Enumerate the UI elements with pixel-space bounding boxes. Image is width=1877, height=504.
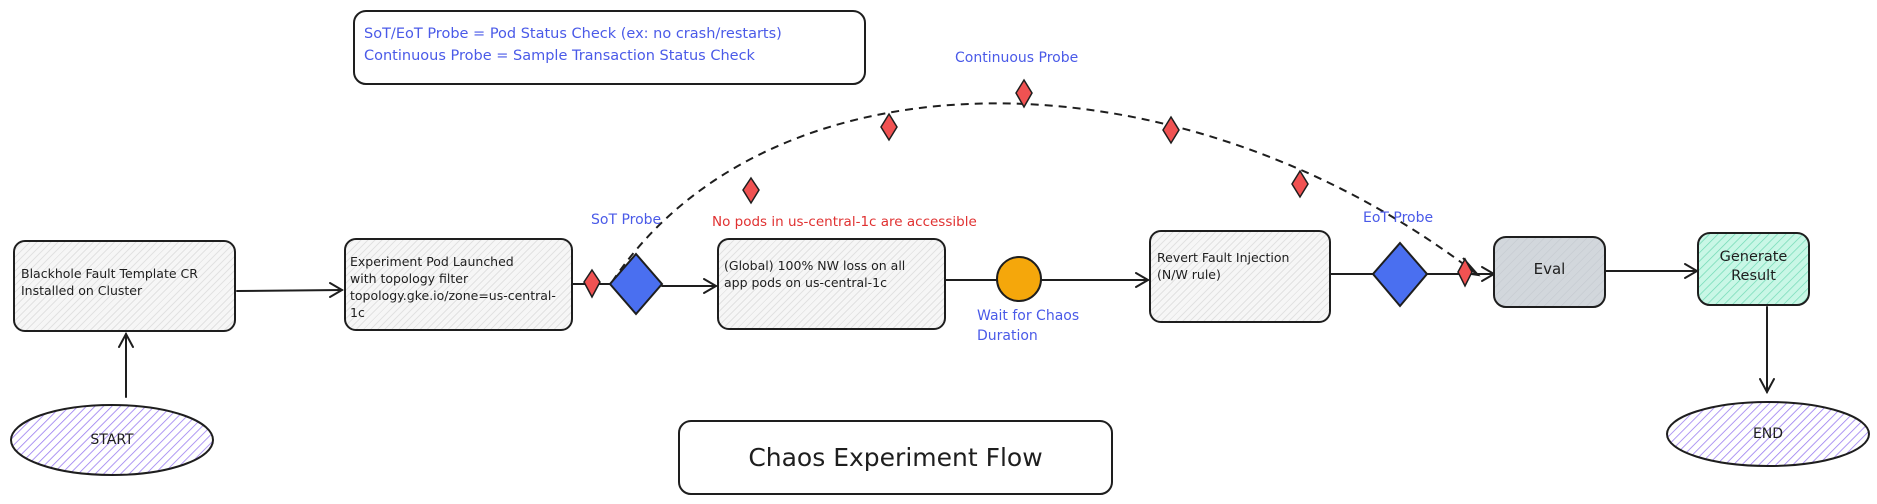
probe-marker-red [1015, 78, 1033, 109]
start-ellipse [10, 404, 214, 476]
title-box [678, 420, 1113, 495]
probe-marker-red [1162, 115, 1180, 145]
eot-probe-diamond [1371, 241, 1429, 308]
continuous-probe-arc [611, 102, 1479, 283]
probe-marker-red [1457, 257, 1473, 288]
blackhole-fault-text: Blackhole Fault Template CR Installed on… [21, 266, 198, 298]
generate-result-box [1697, 232, 1810, 306]
start-label: START [90, 432, 134, 448]
probe-marker-red [742, 176, 760, 205]
sot-probe-diamond [608, 252, 664, 316]
legend-sot-eot: SoT/EoT Probe = Pod Status Check (ex: no… [364, 26, 782, 42]
legend-box [353, 10, 866, 85]
diagram-title: Chaos Experiment Flow [748, 443, 1043, 472]
no-pods-label: No pods in us-central-1c are accessible [712, 214, 977, 230]
experiment-pod-box: Experiment Pod Launched with topology fi… [344, 238, 573, 331]
eval-box [1493, 236, 1606, 308]
sot-probe-label: SoT Probe [591, 212, 662, 228]
probe-marker-red [583, 268, 601, 299]
eval-label: Eval [1533, 260, 1566, 278]
blackhole-fault-box: Blackhole Fault Template CR Installed on… [13, 240, 236, 332]
end-label: END [1752, 426, 1784, 442]
arrow-blackhole-to-experiment [236, 289, 343, 292]
legend-continuous: Continuous Probe = Sample Transaction St… [364, 48, 755, 64]
wait-duration-label: Wait for Chaos Duration [977, 308, 1080, 345]
probe-marker-red [1291, 169, 1309, 199]
nw-loss-text: (Global) 100% NW loss on all app pods on… [724, 258, 906, 290]
nw-loss-box: (Global) 100% NW loss on all app pods on… [717, 238, 946, 330]
generate-result-label: Generate Result [1719, 249, 1788, 284]
revert-fault-text: Revert Fault Injection (N/W rule) [1157, 250, 1290, 282]
wait-circle [996, 256, 1042, 302]
probe-marker-red [880, 112, 898, 142]
continuous-probe-label: Continuous Probe [955, 50, 1079, 66]
eot-probe-label: EoT Probe [1363, 210, 1434, 226]
revert-fault-box: Revert Fault Injection (N/W rule) [1149, 230, 1331, 323]
end-ellipse [1666, 401, 1870, 467]
experiment-pod-text: Experiment Pod Launched with topology fi… [350, 254, 556, 320]
